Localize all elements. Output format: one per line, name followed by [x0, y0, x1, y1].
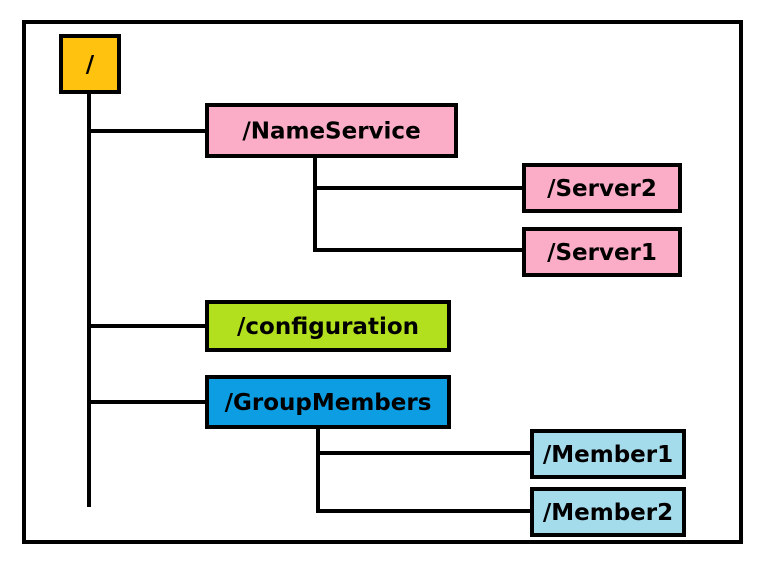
node-label-root: / — [86, 52, 95, 78]
node-label-server2: /Server2 — [547, 176, 657, 202]
node-label-member2: /Member2 — [543, 500, 673, 526]
node-label-configuration: /configuration — [237, 314, 419, 340]
connector-lines-group — [87, 90, 534, 513]
node-box-root[interactable] — [59, 34, 121, 94]
node-label-nameservice: /NameService — [242, 119, 420, 145]
tree-nodes-group: / /NameService/Server2/Server1/configurat… — [59, 34, 686, 537]
tree-node-configuration[interactable]: /configuration — [205, 300, 451, 352]
node-box-configuration[interactable] — [205, 300, 451, 352]
tree-node-member1[interactable]: /Member1 — [530, 429, 686, 479]
tree-node-root[interactable]: / — [59, 34, 121, 94]
node-box-member1[interactable] — [530, 429, 686, 479]
node-label-member1: /Member1 — [543, 442, 673, 468]
node-box-server2[interactable] — [522, 163, 682, 213]
tree-node-groupmembers[interactable]: /GroupMembers — [205, 375, 451, 429]
node-box-nameservice[interactable] — [205, 103, 458, 158]
node-label-server1: /Server1 — [547, 240, 657, 266]
node-box-member2[interactable] — [530, 487, 686, 537]
tree-node-member2[interactable]: /Member2 — [530, 487, 686, 537]
tree-node-nameservice[interactable]: /NameService — [205, 103, 458, 158]
node-box-server1[interactable] — [522, 227, 682, 277]
tree-node-server1[interactable]: /Server1 — [522, 227, 682, 277]
node-label-groupmembers: /GroupMembers — [225, 390, 432, 416]
tree-node-server2[interactable]: /Server2 — [522, 163, 682, 213]
diagram-border-frame — [22, 20, 743, 544]
node-box-groupmembers[interactable] — [205, 375, 451, 429]
